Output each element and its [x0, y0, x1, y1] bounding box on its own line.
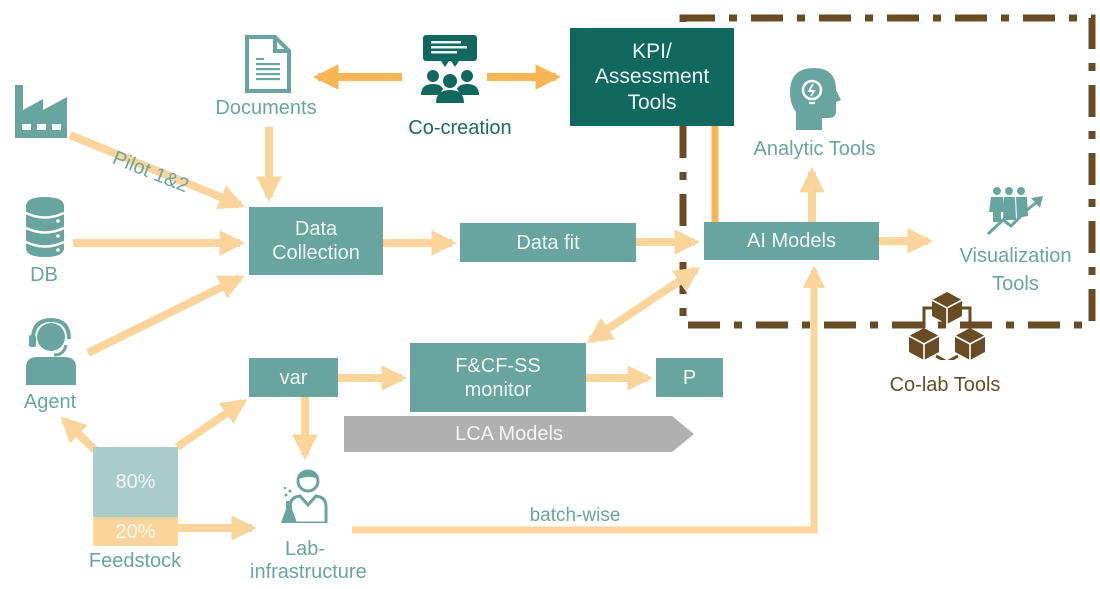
connected-cubes-icon: [908, 292, 986, 360]
team-discussion-icon: [421, 35, 479, 103]
agent-label: Agent: [23, 391, 77, 413]
p-label: P: [682, 366, 697, 389]
visualization-label-2: Tools: [992, 273, 1039, 295]
fcf-label-2: monitor: [464, 378, 532, 401]
batch-wise-label: batch-wise: [529, 505, 621, 526]
ai-models-box[interactable]: AI Models: [704, 222, 879, 260]
data-collection-label-2: Collection: [272, 242, 360, 264]
ai-zone-boundary: [679, 14, 1096, 329]
feedstock-80-label: 80%: [115, 471, 156, 493]
arrow-lab-to-aimodels-batchwise: [352, 265, 826, 534]
factory-icon: [15, 85, 67, 138]
colab-tools-label: Co-lab Tools: [889, 374, 1001, 396]
kpi-label-2: Assessment: [594, 65, 710, 89]
lab-label-2: infrastructure: [250, 561, 367, 583]
ai-models-label: AI Models: [747, 230, 836, 252]
data-fit-box[interactable]: Data fit: [460, 223, 636, 262]
lca-models-label: LCA Models: [455, 422, 563, 445]
document-icon: [245, 35, 291, 93]
data-collection-label-1: Data: [294, 218, 338, 240]
head-lightbulb-icon: [790, 68, 841, 130]
arrow-agent-to-datacollection: [86, 274, 245, 357]
kpi-label-1: KPI/: [632, 40, 672, 64]
feedstock-label: Feedstock: [88, 550, 182, 572]
feedstock-80-segment: 80%: [93, 447, 178, 517]
lca-models-band: [344, 416, 694, 452]
var-label: var: [279, 366, 308, 389]
arrow-feedstock-to-agent: [60, 416, 98, 453]
arrow-aimodels-fcf-bidirectional: [586, 266, 701, 344]
scientist-icon: [281, 469, 328, 523]
co-creation-label: Co-creation: [408, 117, 512, 139]
data-collection-box[interactable]: Data Collection: [249, 207, 383, 275]
documents-label: Documents: [215, 97, 317, 119]
var-box[interactable]: var: [249, 358, 338, 397]
kpi-label-3: Tools: [627, 90, 677, 114]
fcf-ss-monitor-box[interactable]: F&CF-SS monitor: [410, 343, 586, 412]
people-growth-chart-icon: [986, 187, 1043, 236]
data-fit-label: Data fit: [516, 231, 580, 254]
arrow-factory-to-datacollection: [68, 131, 245, 210]
feedstock-20-label: 20%: [115, 520, 156, 543]
kpi-assessment-tools-box[interactable]: KPI/ Assessment Tools: [570, 28, 734, 126]
fcf-label-1: F&CF-SS: [455, 354, 541, 377]
visualization-label-1: Visualization: [959, 245, 1072, 267]
feedstock-20-segment: 20%: [93, 517, 178, 546]
lab-label-1: Lab-: [284, 538, 326, 560]
analytic-tools-label: Analytic Tools: [753, 138, 876, 160]
p-box[interactable]: P: [656, 358, 723, 397]
database-icon: [25, 197, 65, 257]
db-label: DB: [30, 264, 58, 286]
arrow-feedstock-to-var: [174, 398, 248, 451]
headset-agent-icon: [26, 317, 76, 385]
